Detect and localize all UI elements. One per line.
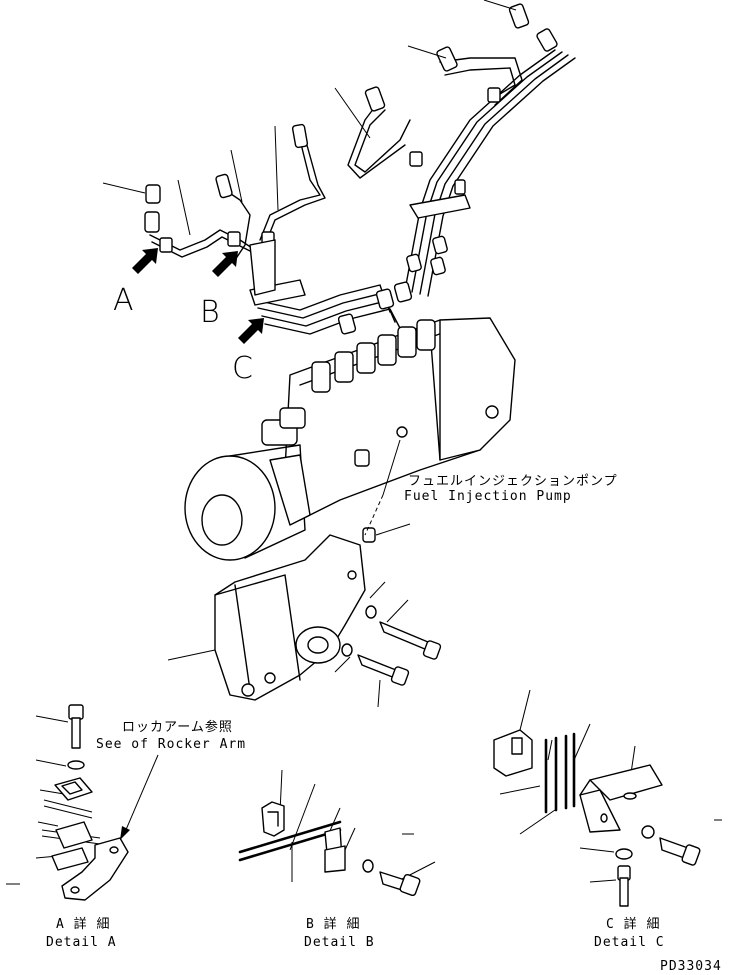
detail-b <box>238 769 436 897</box>
detail-b-label-en: Detail B <box>304 935 375 950</box>
view-b-letter: B <box>200 295 220 330</box>
injector-fittings <box>144 3 558 306</box>
detail-b-label-jp: B 詳 細 <box>306 916 360 932</box>
detail-c <box>402 689 722 907</box>
detail-c-label-jp: C 詳 細 <box>606 916 660 932</box>
pump-outlet-nuts <box>337 235 448 335</box>
pump-label-jp: フュエルインジェクションポンプ <box>408 474 618 489</box>
pump-label-en: Fuel Injection Pump <box>404 489 572 504</box>
view-c-letter: C <box>232 351 253 386</box>
rocker-label-en: See of Rocker Arm <box>96 737 246 752</box>
detail-c-label-en: Detail C <box>594 935 665 950</box>
drawing-number: PD33034 <box>660 959 722 974</box>
rocker-label-jp: ロッカアーム参照 <box>122 719 233 735</box>
view-a-arrow <box>132 248 158 274</box>
view-b-arrow <box>212 251 238 277</box>
injection-pipes <box>149 49 576 335</box>
detail-a-label-jp: A 詳 細 <box>56 916 110 932</box>
leader-lines <box>102 0 517 708</box>
view-arrows <box>132 248 264 344</box>
detail-a-label-en: Detail A <box>46 935 117 950</box>
detail-a <box>6 704 159 901</box>
view-c-arrow <box>238 318 264 344</box>
fuel-injection-pump <box>184 317 516 561</box>
view-a-letter: A <box>113 283 134 318</box>
pump-bracket <box>214 439 442 701</box>
